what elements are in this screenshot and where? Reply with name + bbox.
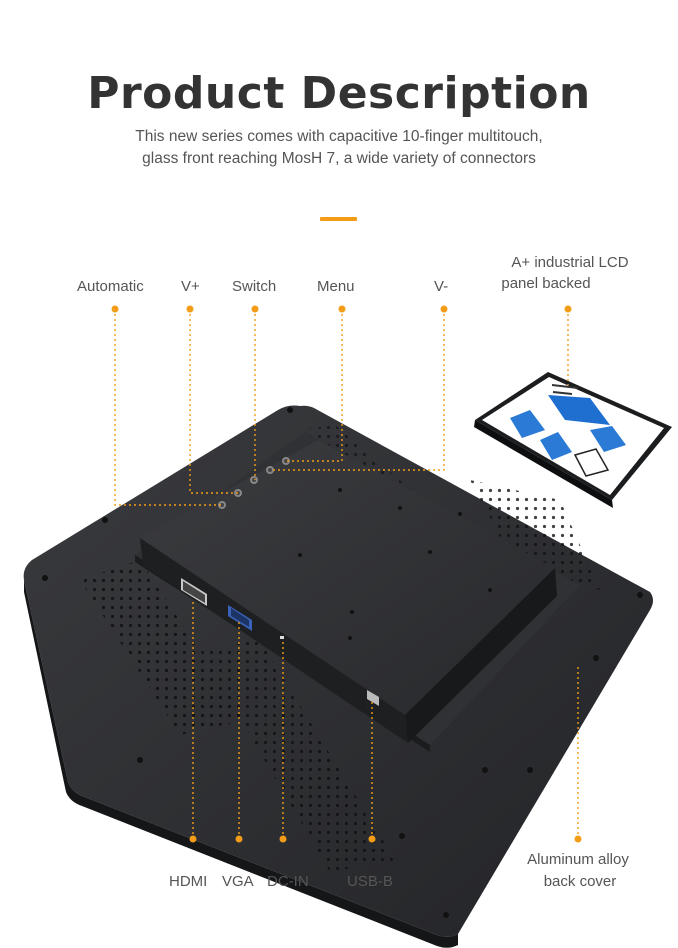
- callout-dots: [111, 305, 582, 843]
- page-title: Product Description: [87, 68, 591, 119]
- label-menu: Menu: [317, 278, 355, 295]
- callout-lines: [114, 309, 579, 839]
- callout-line-automatic: [114, 309, 222, 506]
- label-v-plus: V+: [181, 278, 200, 295]
- callout-line-menu: [286, 309, 343, 462]
- controller-box: [140, 440, 557, 743]
- label-lcd-line-2: panel backed: [501, 275, 591, 292]
- label-switch: Switch: [232, 278, 277, 295]
- lcd-panel-thumbnail: [474, 372, 672, 508]
- label-cover-line-1: Aluminum alloy: [527, 851, 629, 868]
- label-lcd-line-1: A+ industrial LCD: [511, 254, 629, 271]
- callout-line-v-plus: [189, 309, 238, 494]
- label-v-minus: V-: [434, 278, 449, 295]
- subtitle-line-1: This new series comes with capacitive 10…: [135, 128, 543, 145]
- label-vga: VGA: [222, 873, 254, 890]
- label-hdmi: HDMI: [169, 873, 208, 890]
- label-usb-b: USB-B: [347, 873, 393, 890]
- label-automatic: Automatic: [77, 278, 144, 295]
- label-dc-in: DC-IN: [267, 873, 309, 890]
- subtitle-line-2: glass front reaching MosH 7, a wide vari…: [142, 150, 536, 167]
- label-cover-line-2: back cover: [543, 873, 617, 890]
- accent-divider: [320, 217, 357, 221]
- callout-line-v-minus: [270, 309, 445, 471]
